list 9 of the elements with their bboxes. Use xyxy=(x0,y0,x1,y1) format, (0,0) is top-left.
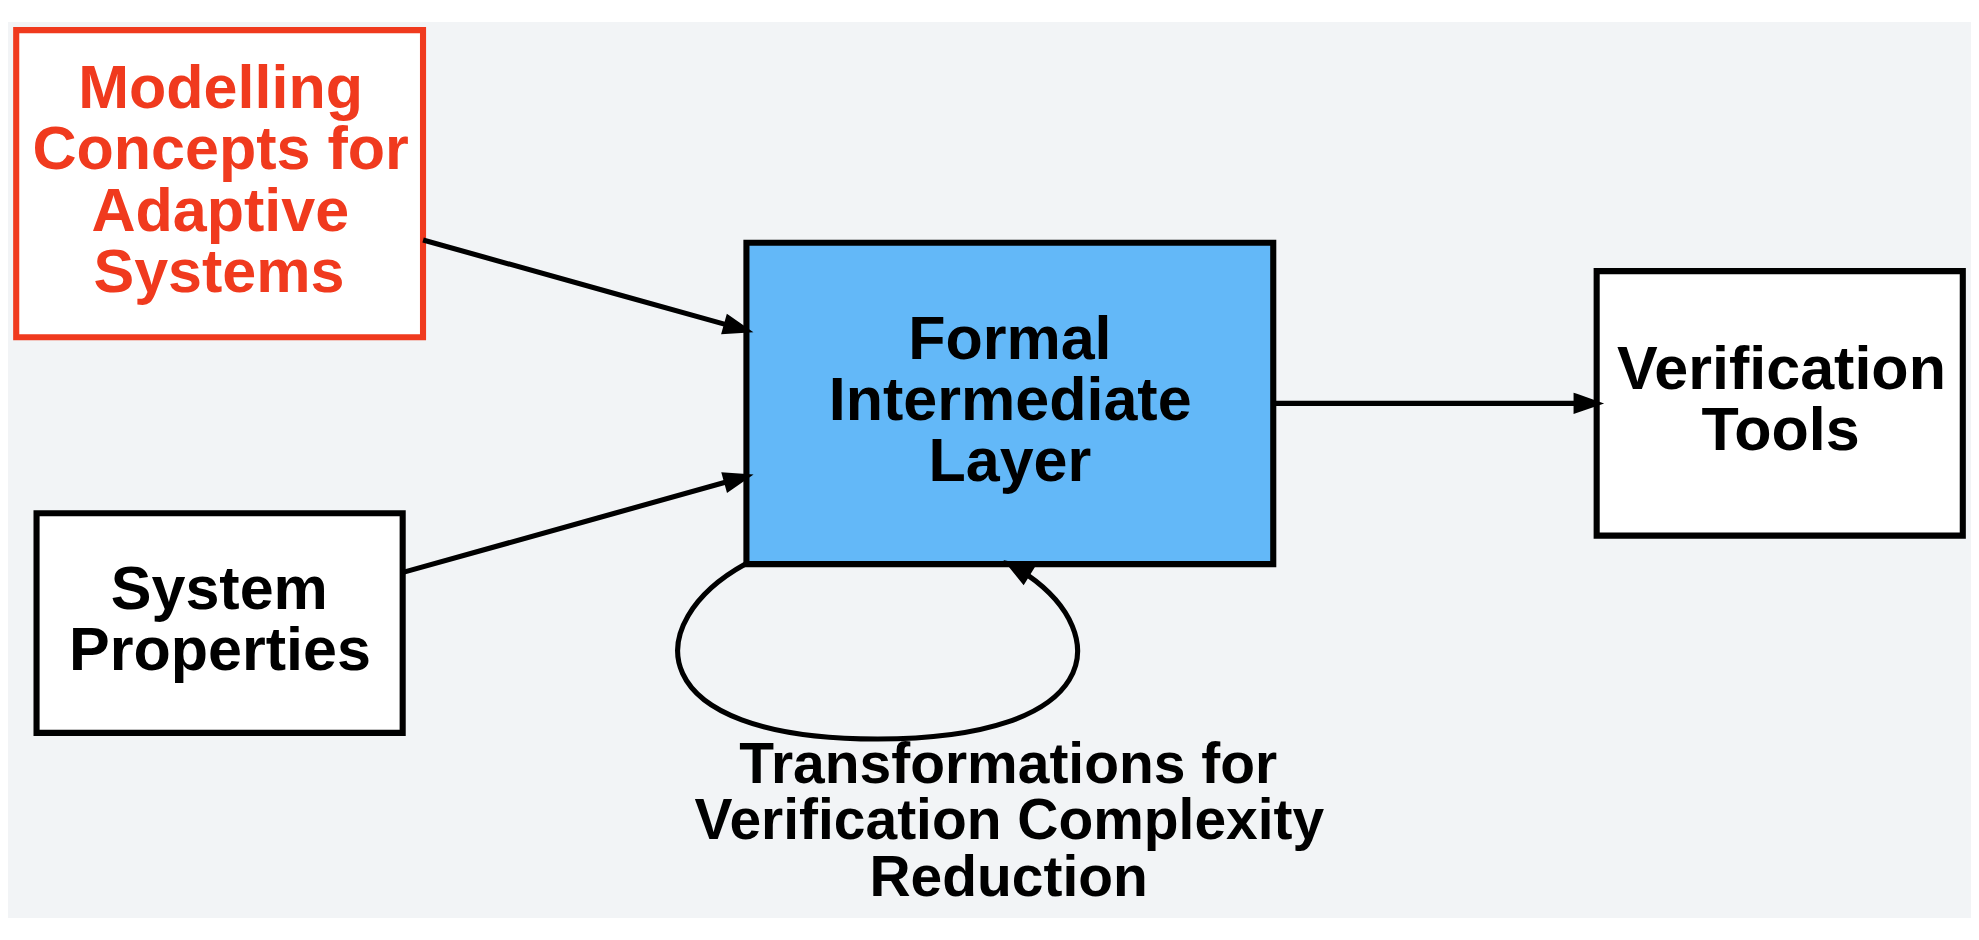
edge-label: Transformations for Verification Complexity Reduction xyxy=(694,730,1325,909)
node-box: Formal Intermediate Layer xyxy=(743,239,1277,568)
arrow xyxy=(402,472,754,575)
arrow xyxy=(422,237,754,335)
node-box: Modelling Concepts for Adaptive Systems xyxy=(13,27,427,341)
arrow xyxy=(1273,392,1605,415)
node-box: Verification Tools xyxy=(1593,268,1966,539)
arrow xyxy=(675,560,1080,742)
node-box: System Properties xyxy=(33,510,406,736)
